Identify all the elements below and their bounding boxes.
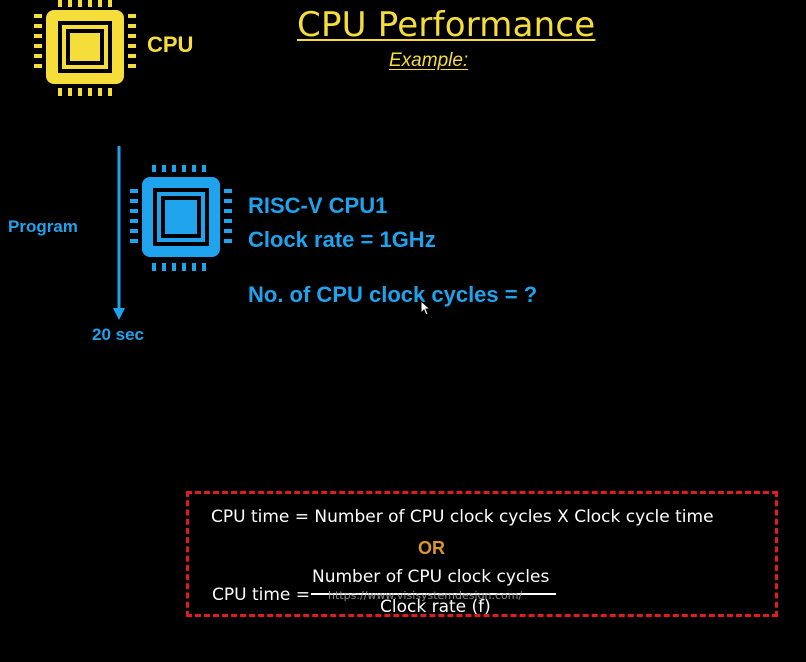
formula-lhs: CPU time = [212,585,311,605]
cpu-label: CPU [147,32,194,57]
formula-denominator: Clock rate (f) [380,597,491,617]
cpu1-clock-rate: Clock rate = 1GHz [248,227,436,252]
program-label: Program [8,217,78,236]
page-title: CPU Performance [297,5,596,45]
down-arrow-icon [113,146,125,320]
formula-box [186,491,778,617]
cpu-chip-icon [130,165,232,271]
page-subtitle: Example: [389,50,469,71]
formula-numerator: Number of CPU clock cycles [312,567,550,587]
cpu1-cycles-question: No. of CPU clock cycles = ? [248,282,538,307]
fraction-bar [311,593,556,595]
formula-or-label: OR [418,538,445,558]
cpu1-name: RISC-V CPU1 [248,193,388,218]
cpu-chip-icon [34,0,136,96]
mouse-cursor-icon [420,300,432,316]
watermark-url: https://www.visisystemdesign.com/ [328,589,523,602]
formula-line-1: CPU time = Number of CPU clock cycles X … [211,507,714,527]
duration-label: 20 sec [92,325,144,344]
